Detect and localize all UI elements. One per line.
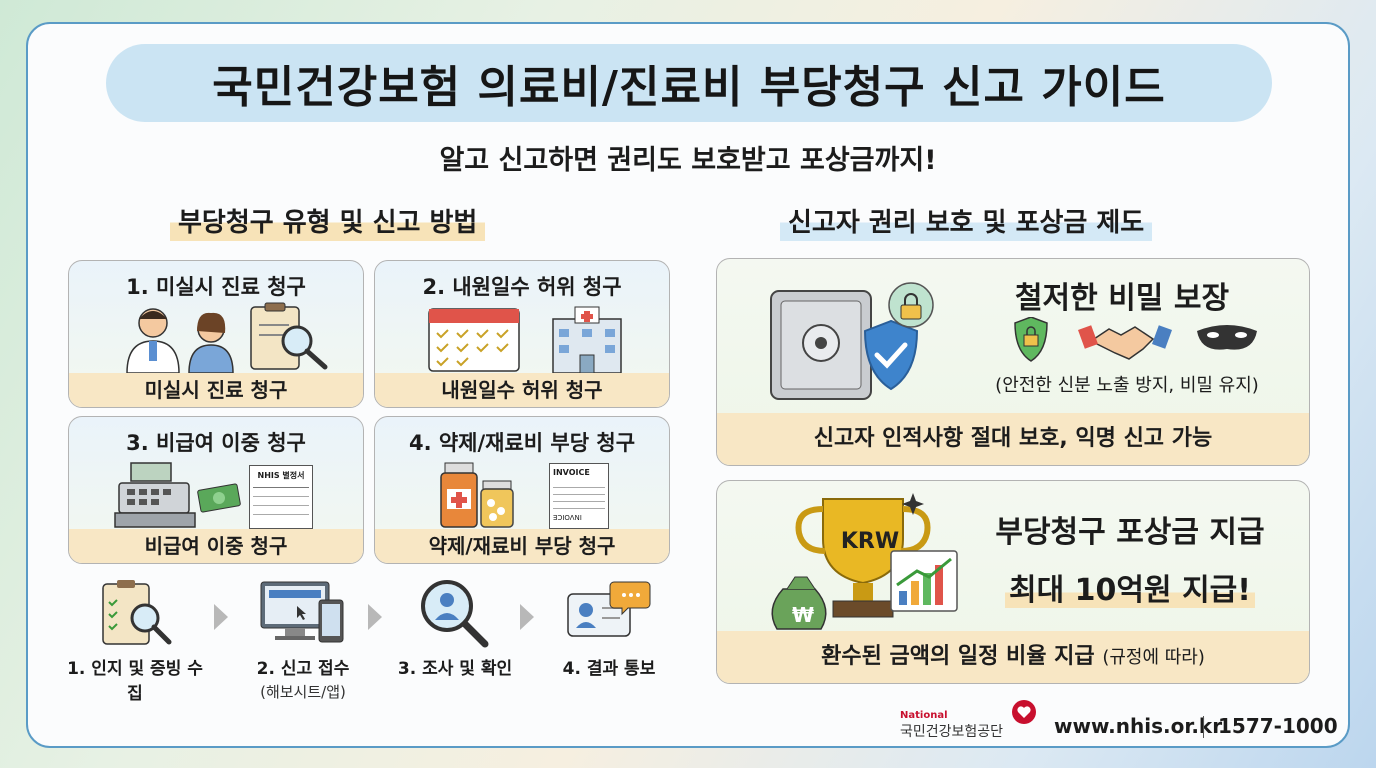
safe-shield-icon — [770, 282, 934, 400]
trophy-label: KRW — [840, 529, 900, 554]
notification-message-icon — [567, 581, 651, 637]
reward-bottom: 환수된 금액의 일정 비율 지급 (규정에 따라) — [717, 631, 1309, 683]
privacy-title: 철저한 비밀 보장 — [1014, 281, 1230, 316]
footer: National 국민건강보험공단 www.nhis.or.kr 1577-10… — [0, 700, 1376, 740]
handshake-icon — [1078, 325, 1172, 360]
privacy-icons-row — [1014, 317, 1257, 362]
step-label: 1. 인지 및 증빙 수집 — [67, 659, 203, 704]
calendar-icon — [428, 308, 520, 372]
step-label: 3. 조사 및 확인 — [397, 659, 513, 679]
reward-bottom-note: (규정에 따라) — [1102, 647, 1205, 668]
hospital-icon — [552, 306, 622, 374]
left-section-heading: 부당청구 유형 및 신고 방법 — [170, 200, 486, 241]
nhis-statement: NHIS 별정서 — [249, 465, 313, 529]
card-caption: 약제/재료비 부당 청구 — [375, 529, 669, 563]
step-label: 4. 결과 통보 — [562, 659, 656, 679]
card-caption: 비급여 이중 청구 — [69, 529, 363, 563]
step-result: 4. 결과 통보 — [534, 576, 684, 679]
computer-phone-icon — [260, 581, 344, 643]
report-process-steps: 1. 인지 및 증빙 수집 2. 신고 접수 (해보시트/앱) 3. 조사 및 … — [50, 576, 690, 716]
cash-register-icon — [114, 462, 196, 528]
step-evidence: 1. 인지 및 증빙 수집 — [60, 576, 210, 704]
reward-title: 부당청구 포상금 지급 — [995, 515, 1265, 550]
subtitle: 알고 신고하면 권리도 보호받고 포상금까지! — [439, 145, 937, 176]
right-section-heading: 신고자 권리 보호 및 포상금 제도 — [780, 200, 1153, 241]
card-unperformed-treatment: 1. 미실시 진료 청구 미실시 진료 청구 — [68, 260, 364, 408]
privacy-note: (안전한 신분 노출 방지, 비밀 유지) — [995, 375, 1259, 396]
privacy-bottom: 신고자 인적사항 절대 보호, 익명 신고 가능 — [717, 413, 1309, 465]
step-submit: 2. 신고 접수 (해보시트/앱) — [228, 576, 378, 702]
step-investigate: 3. 조사 및 확인 — [380, 576, 530, 679]
reward-highlight: 최대 10억원 지급! — [1005, 573, 1255, 608]
logo-korean: 국민건강보험공단 — [900, 724, 1004, 740]
nhis-logo-icon — [1012, 700, 1036, 724]
website-link[interactable]: www.nhis.or.kr — [1054, 714, 1223, 738]
step-arrow — [520, 604, 534, 630]
doctor-patient-icon — [126, 308, 234, 373]
reward-bottom-text: 환수된 금액의 일정 비율 지급 — [821, 644, 1095, 669]
shield-lock-icon — [1014, 317, 1048, 362]
money-bag-label: ₩ — [791, 603, 815, 627]
card-caption: 미실시 진료 청구 — [69, 373, 363, 407]
phone-number: 1577-1000 — [1218, 714, 1338, 738]
step-label: 2. 신고 접수 — [256, 659, 350, 679]
step-sub: (해보시트/앱) — [260, 683, 346, 701]
step-arrow — [214, 604, 228, 630]
invoice-footer: INVOICE — [553, 513, 582, 521]
page-title: 국민건강보험 의료비/진료비 부당청구 신고 가이드 — [212, 62, 1166, 113]
card-drug-material-billing: 4. 약제/재료비 부당 청구 INVOICE INVOICE 약제/재료비 부… — [374, 416, 670, 564]
card-caption: 내원일수 허위 청구 — [375, 373, 669, 407]
statement-label: NHIS 별정서 — [257, 471, 305, 480]
cash-bills-icon — [197, 483, 241, 513]
card-title: 3. 비급여 이중 청구 — [126, 431, 306, 455]
clipboard-check-icon — [102, 580, 172, 645]
invoice-document: INVOICE INVOICE — [549, 463, 609, 529]
clipboard-magnifier-icon — [250, 302, 328, 370]
step-arrow — [368, 604, 382, 630]
footer-divider — [1203, 716, 1204, 738]
privacy-card: 철저한 비밀 보장 (안전한 신분 노출 방지, 비밀 유지) 신고자 인적사항… — [716, 258, 1310, 466]
card-title: 2. 내원일수 허위 청구 — [422, 275, 622, 299]
trophy-money-icon — [771, 493, 958, 630]
title-banner: 국민건강보험 의료비/진료비 부당청구 신고 가이드 — [106, 44, 1272, 122]
card-title: 1. 미실시 진료 청구 — [126, 275, 306, 299]
reward-card: KRW ₩ 부당청구 포상금 지급 최대 10억원 지급! 환수된 금액의 일정… — [716, 480, 1310, 684]
magnifier-person-icon — [421, 580, 489, 648]
mask-icon — [1197, 325, 1257, 350]
logo-english: National — [900, 710, 948, 721]
invoice-label: INVOICE — [553, 468, 590, 477]
card-title: 4. 약제/재료비 부당 청구 — [408, 431, 636, 455]
reward-highlight-wrap: 최대 10억원 지급! — [965, 565, 1295, 609]
card-double-billing: 3. 비급여 이중 청구 NHIS 별정서 비급여 이중 청구 — [68, 416, 364, 564]
card-false-visit-days: 2. 내원일수 허위 청구 내원일수 허위 청구 — [374, 260, 670, 408]
medicine-bottles-icon — [440, 462, 514, 528]
